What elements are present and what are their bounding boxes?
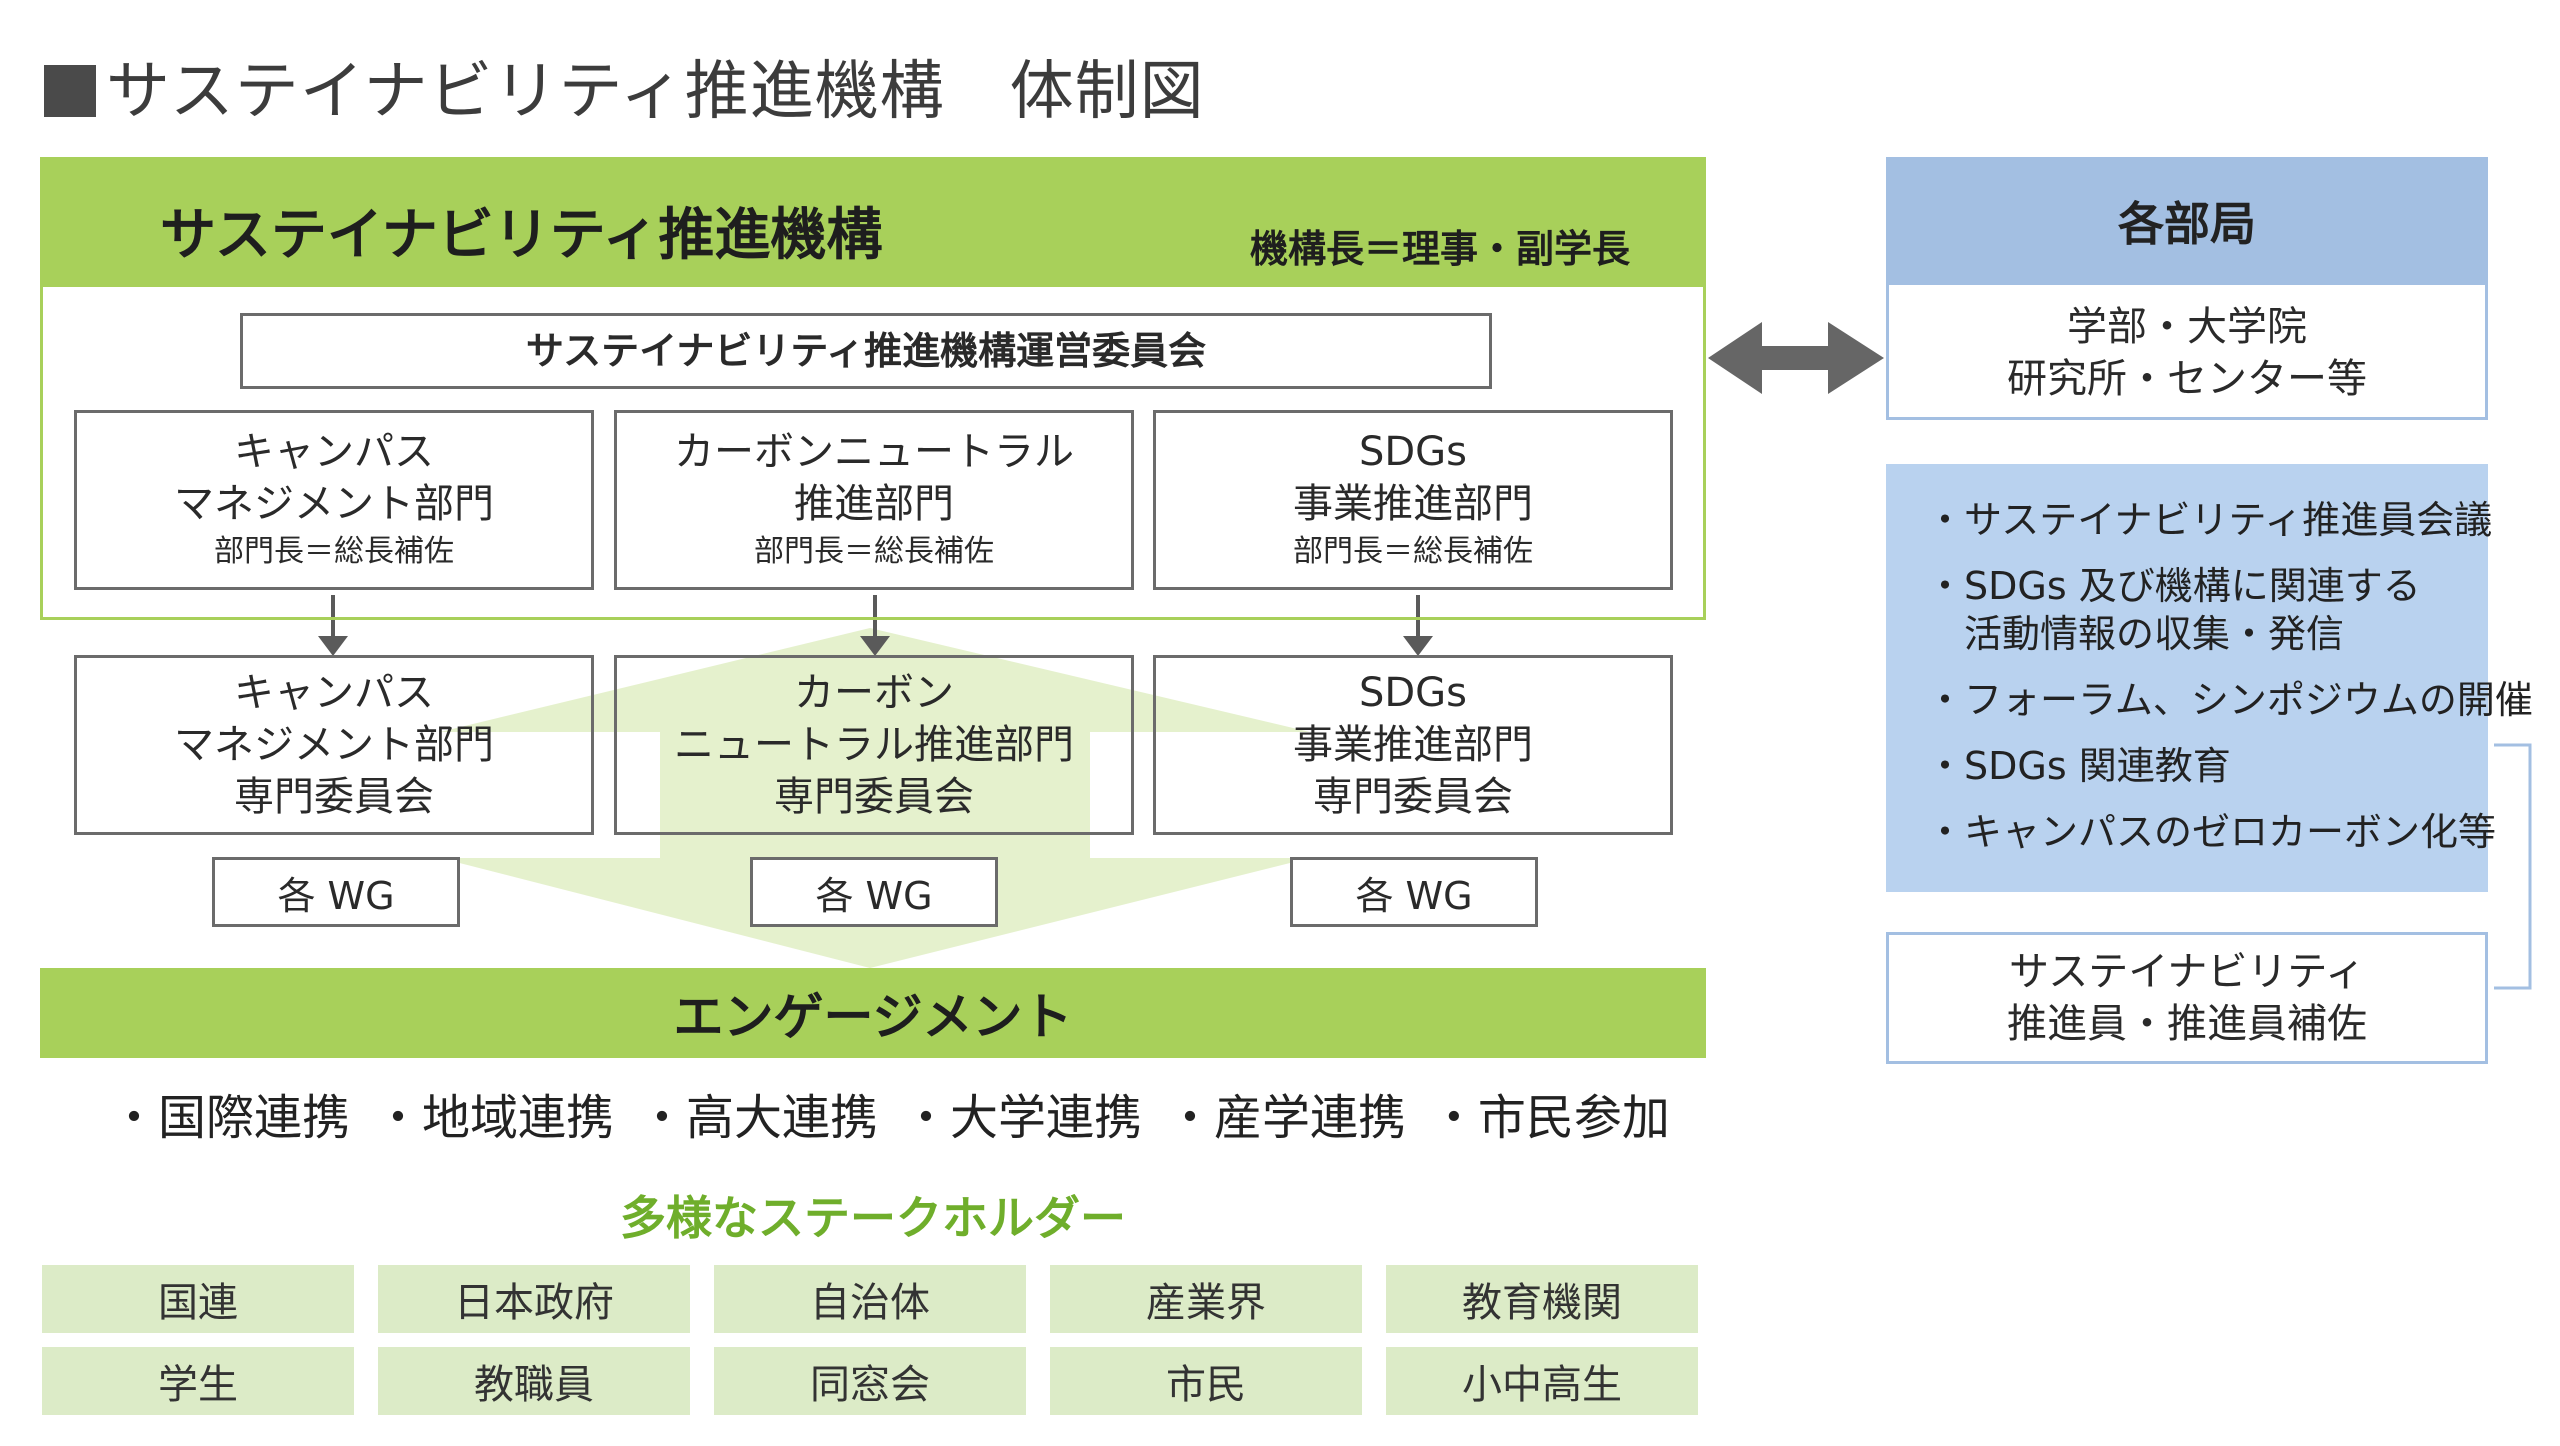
- square-bullet-icon: [44, 65, 96, 117]
- committee-box-carbon: カーボン ニュートラル推進部門 専門委員会: [614, 655, 1134, 835]
- committee-box-sdgs: SDGs 事業推進部門 専門委員会: [1153, 655, 1673, 835]
- activity-item: ・サステイナビリティ推進員会議: [1926, 498, 2493, 542]
- wg-box: 各 WG: [212, 857, 460, 927]
- engagement-items: ・国際連携 ・地域連携 ・高大連携 ・大学連携 ・産学連携 ・市民参加: [110, 1078, 1670, 1148]
- stakeholder-cell: 日本政府: [378, 1265, 690, 1333]
- dept-line2: マネジメント部門: [174, 481, 494, 527]
- faculties-line1: 学部・大学院: [2067, 303, 2307, 350]
- dept-line1: カーボンニュートラル: [674, 429, 1074, 475]
- committee-box-campus: キャンパス マネジメント部門 専門委員会: [74, 655, 594, 835]
- committee-line2: ニュートラル推進部門: [674, 722, 1074, 768]
- committee-line1: カーボン: [794, 670, 954, 716]
- committee-line1: SDGs: [1358, 670, 1468, 716]
- page-title-text: サステイナビリティ推進機構 体制図: [106, 55, 1205, 129]
- activity-item: ・フォーラム、シンポジウムの開催: [1926, 678, 2533, 722]
- activity-item: ・SDGs 関連教育: [1926, 744, 2231, 788]
- activity-item: 活動情報の収集・発信: [1926, 612, 2345, 656]
- dept-box-campus: キャンパス マネジメント部門 部門長＝総長補佐: [74, 410, 594, 590]
- stakeholder-cell: 学生: [42, 1347, 354, 1415]
- committee-line3: 専門委員会: [234, 774, 434, 820]
- steering-committee-box: サステイナビリティ推進機構運営委員会: [240, 313, 1492, 389]
- promoters-line1: サステイナビリティ: [2009, 949, 2365, 995]
- bracket-connector: [2494, 743, 2532, 990]
- faculties-body: 学部・大学院 研究所・センター等: [1889, 288, 2485, 417]
- engagement-item: ・産学連携: [1165, 1090, 1406, 1146]
- faculties-line2: 研究所・センター等: [2007, 355, 2367, 402]
- stakeholder-cell: 市民: [1050, 1347, 1362, 1415]
- committee-line3: 専門委員会: [774, 774, 974, 820]
- dept-head: 部門長＝総長補佐: [1293, 534, 1533, 569]
- activity-item: ・キャンパスのゼロカーボン化等: [1926, 810, 2497, 854]
- engagement-label: エンゲージメント: [673, 988, 1073, 1046]
- activity-item: ・SDGs 及び機構に関連する: [1926, 564, 2421, 608]
- committee-line2: マネジメント部門: [174, 722, 494, 768]
- stakeholders-heading: 多様なステークホルダー: [620, 1191, 1126, 1245]
- engagement-item: ・大学連携: [901, 1090, 1142, 1146]
- wg-label: 各 WG: [1355, 873, 1473, 918]
- engagement-item: ・市民参加: [1429, 1090, 1670, 1146]
- dept-line2: 推進部門: [794, 481, 954, 527]
- dept-box-carbon: カーボンニュートラル 推進部門 部門長＝総長補佐: [614, 410, 1134, 590]
- faculties-header: 各部局: [1886, 157, 2488, 285]
- dept-line2: 事業推進部門: [1293, 481, 1533, 527]
- stakeholder-cell: 産業界: [1050, 1265, 1362, 1333]
- organization-header: [40, 157, 1706, 287]
- engagement-item: ・国際連携: [110, 1090, 351, 1146]
- promoters-line2: 推進員・推進員補佐: [2007, 1001, 2367, 1047]
- engagement-item: ・高大連携: [637, 1090, 878, 1146]
- committee-line2: 事業推進部門: [1293, 722, 1533, 768]
- promoters-box: サステイナビリティ 推進員・推進員補佐: [1886, 932, 2488, 1064]
- wg-label: 各 WG: [815, 873, 933, 918]
- engagement-item: ・地域連携: [373, 1090, 614, 1146]
- stakeholder-cell: 国連: [42, 1265, 354, 1333]
- dept-line1: キャンパス: [234, 429, 434, 475]
- organization-head: 機構長＝理事・副学長: [1250, 227, 1631, 271]
- engagement-band: エンゲージメント: [40, 968, 1706, 1058]
- page-title: サステイナビリティ推進機構 体制図: [44, 40, 1205, 132]
- dept-box-sdgs: SDGs 事業推進部門 部門長＝総長補佐: [1153, 410, 1673, 590]
- dept-head: 部門長＝総長補佐: [754, 534, 994, 569]
- stakeholder-cell: 教職員: [378, 1347, 690, 1415]
- wg-box: 各 WG: [750, 857, 998, 927]
- stakeholder-cell: 自治体: [714, 1265, 1026, 1333]
- committee-line3: 専門委員会: [1313, 774, 1513, 820]
- activities-box: ・サステイナビリティ推進員会議 ・SDGs 及び機構に関連する 活動情報の収集・…: [1886, 464, 2533, 892]
- engagement-big-arrow: [440, 628, 1310, 968]
- dept-head: 部門長＝総長補佐: [214, 534, 454, 569]
- dept-line1: SDGs: [1358, 429, 1468, 475]
- stakeholder-cell: 教育機関: [1386, 1265, 1698, 1333]
- wg-label: 各 WG: [277, 873, 395, 918]
- organization-name: サステイナビリティ推進機構: [160, 203, 883, 268]
- wg-box: 各 WG: [1290, 857, 1538, 927]
- double-arrow-icon: [1708, 322, 1884, 394]
- stakeholder-cell: 同窓会: [714, 1347, 1026, 1415]
- committee-line1: キャンパス: [234, 670, 434, 716]
- steering-committee-label: サステイナビリティ推進機構運営委員会: [525, 329, 1207, 373]
- stakeholder-cell: 小中高生: [1386, 1347, 1698, 1415]
